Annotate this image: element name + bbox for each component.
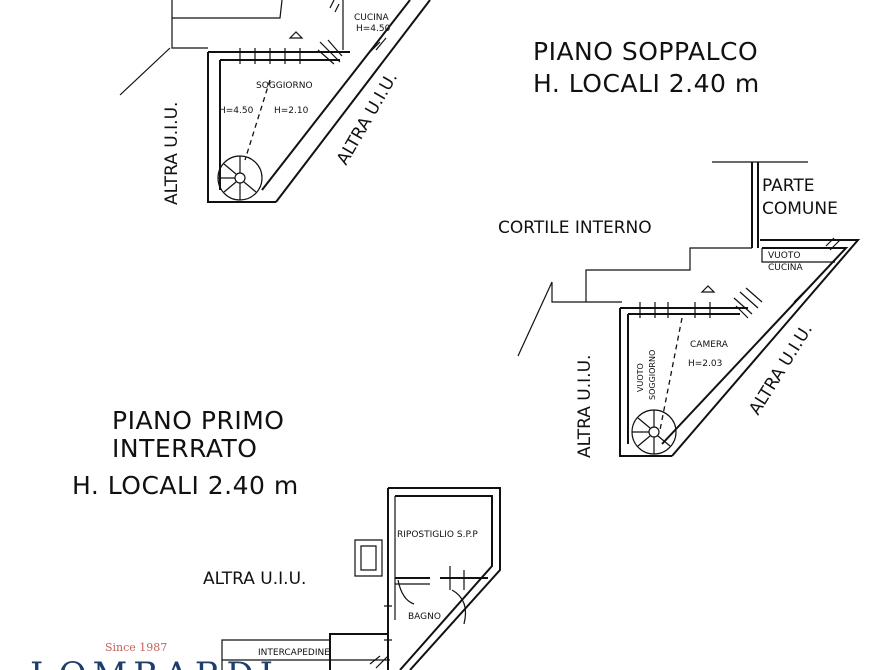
wall-ticks — [329, 0, 340, 13]
wall-ticks — [369, 605, 392, 669]
wall — [449, 566, 465, 590]
wall — [171, 0, 208, 49]
wall-ticks — [793, 237, 841, 303]
label-parte: PARTE — [762, 176, 815, 196]
dashed-line — [659, 317, 683, 431]
label-comune: COMUNE — [762, 199, 838, 219]
plan-interrato: PIANO PRIMO INTERRATO H. LOCALI 2.40 m A… — [72, 406, 501, 670]
wall — [517, 281, 553, 357]
room-ripostiglio: RIPOSTIGLIO S.P.P — [397, 530, 478, 540]
plan-top: CUCINA H=4.50 SOGGIORNO H=4.50 H=2.10 AL… — [119, 0, 431, 205]
label-altra-uiu-left: ALTRA U.I.U. — [162, 102, 182, 205]
wall — [388, 487, 501, 670]
room-soggiorno-height-1: H=4.50 — [219, 106, 254, 116]
window — [284, 48, 301, 64]
window — [239, 48, 271, 64]
spiral-stair-core — [648, 426, 660, 438]
title-soppalco-height: H. LOCALI 2.40 m — [533, 69, 760, 98]
door-swing — [397, 579, 415, 605]
room-intercapedine: INTERCAPEDINE — [258, 648, 330, 658]
title-interrato-2: INTERRATO — [112, 434, 257, 463]
wall — [671, 239, 861, 457]
plan-soppalco: PIANO SOPPALCO H. LOCALI 2.40 m PARTE CO… — [498, 37, 861, 458]
label-altra-uiu-left: ALTRA U.I.U. — [575, 355, 595, 458]
wall — [207, 52, 276, 203]
room-soggiorno-height-2: H=2.10 — [274, 106, 309, 116]
door-hatch — [317, 39, 343, 65]
arrow-icon — [700, 285, 716, 293]
wall — [395, 495, 493, 670]
wall — [329, 633, 388, 670]
stair-treads — [632, 410, 671, 454]
label-altra-uiu-right: ALTRA U.I.U. — [745, 320, 817, 418]
room-camera-height: H=2.03 — [688, 359, 722, 369]
window — [639, 302, 711, 318]
spiral-stair-core — [234, 172, 246, 184]
wall — [751, 162, 759, 248]
room-cucina-height: H=4.50 — [356, 24, 391, 34]
room-soggiorno: SOGGIORNO — [256, 81, 313, 91]
room-bagno: BAGNO — [408, 612, 441, 622]
stair-treads — [218, 156, 257, 200]
door-hatch — [733, 287, 763, 319]
brand-logo: Since 1987 LOMBARDI — [30, 641, 279, 670]
title-interrato-1: PIANO PRIMO — [112, 406, 284, 435]
wall — [172, 0, 283, 19]
logo-since: Since 1987 — [105, 641, 167, 654]
wall — [761, 248, 835, 263]
title-interrato-height: H. LOCALI 2.40 m — [72, 471, 299, 500]
room-vuoto-cucina-2: CUCINA — [768, 263, 804, 273]
wall — [261, 0, 411, 191]
wall — [119, 47, 171, 96]
wall — [354, 539, 383, 577]
logo-text: LOMBARDI — [30, 655, 279, 670]
room-vuoto-soggiorno: VUOTO — [636, 363, 645, 392]
room-vuoto-soggiorno-2: SOGGIORNO — [648, 350, 657, 400]
dashed-line — [244, 79, 271, 161]
wall — [275, 0, 431, 203]
room-camera: CAMERA — [690, 340, 729, 350]
wall-ticks — [365, 37, 387, 57]
wall — [585, 247, 752, 302]
arrow-icon — [288, 31, 304, 39]
room-vuoto-cucina: VUOTO — [768, 251, 800, 261]
label-altra-uiu: ALTRA U.I.U. — [203, 569, 306, 589]
wall — [619, 308, 672, 457]
wall — [661, 247, 849, 445]
title-soppalco: PIANO SOPPALCO — [533, 37, 758, 66]
door-swing — [451, 589, 467, 625]
wall — [360, 545, 377, 571]
label-cortile-interno: CORTILE INTERNO — [498, 218, 652, 238]
label-altra-uiu-right: ALTRA U.I.U. — [333, 69, 402, 169]
room-cucina: CUCINA — [354, 13, 390, 23]
wall — [551, 282, 622, 303]
